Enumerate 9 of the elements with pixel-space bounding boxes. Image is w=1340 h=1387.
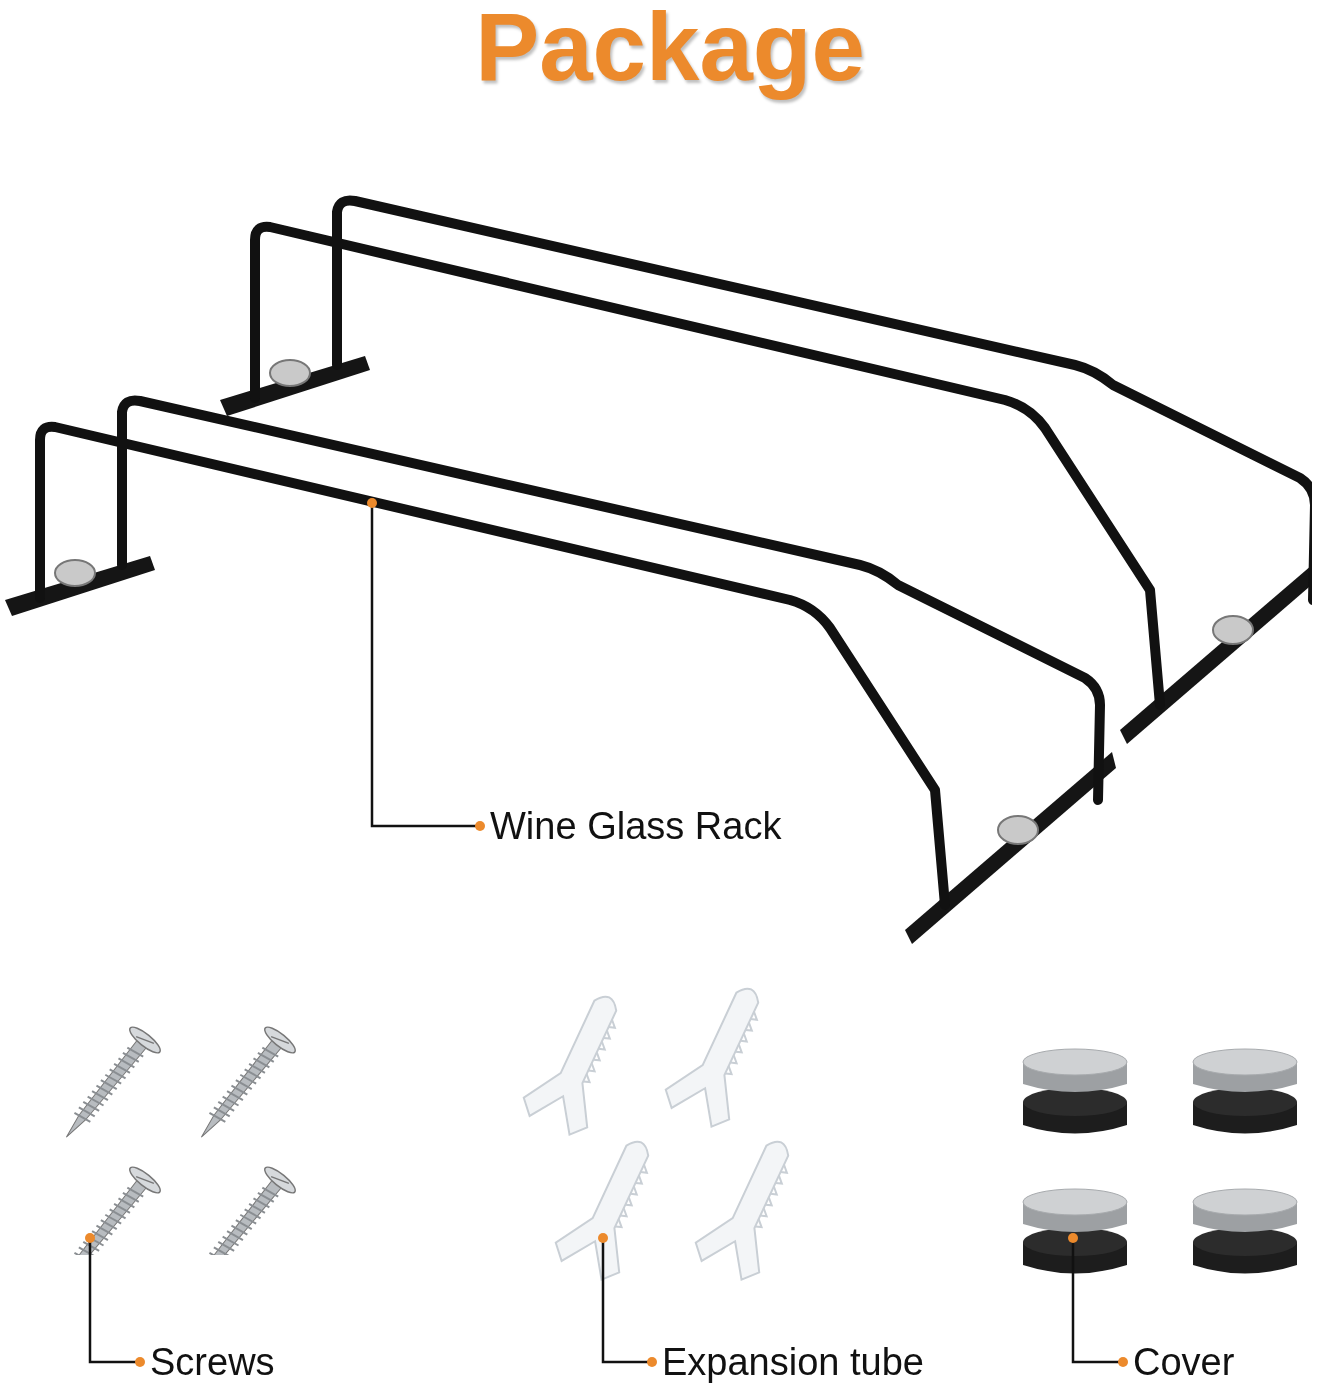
leader-line <box>85 1233 145 1367</box>
leader-line <box>598 1233 657 1367</box>
leader-line <box>1068 1233 1128 1367</box>
part-label: Cover <box>1133 1340 1235 1384</box>
title: Package <box>474 0 866 102</box>
part-label: Expansion tube <box>662 1340 924 1384</box>
part-label: Screws <box>150 1340 275 1384</box>
leader-line <box>367 498 485 831</box>
part-label: Wine Glass Rack <box>490 804 782 848</box>
